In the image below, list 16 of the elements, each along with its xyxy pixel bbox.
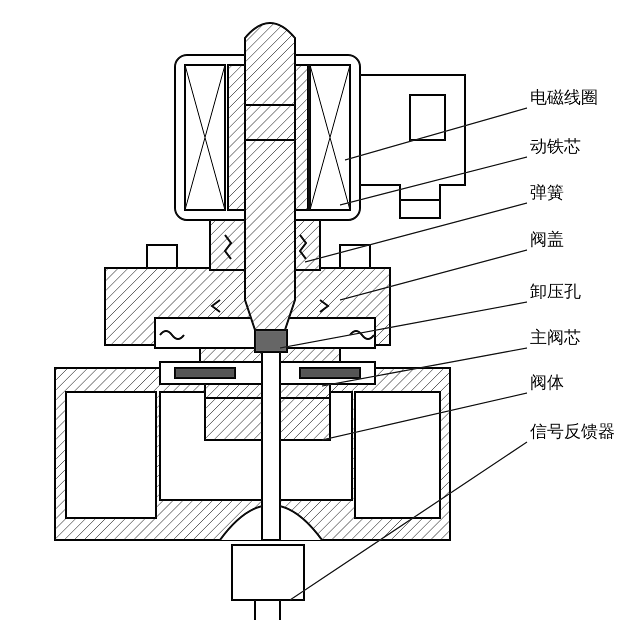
leader-line [322, 347, 528, 387]
leader-line [344, 107, 528, 161]
part-label: 弹簧 [530, 183, 564, 203]
leader-line [304, 202, 528, 263]
part-label: 阀体 [530, 373, 564, 393]
part-label: 电磁线圈 [530, 88, 598, 108]
part-label: 主阀芯 [530, 328, 581, 348]
leader-line [280, 301, 528, 349]
leader-line [290, 441, 528, 601]
leader-line [340, 249, 528, 301]
leader-line [322, 392, 528, 441]
part-label: 阀盖 [530, 230, 564, 250]
part-label: 卸压孔 [530, 282, 581, 302]
leader-line [340, 156, 528, 206]
part-label: 信号反馈器 [530, 422, 615, 442]
part-label: 动铁芯 [530, 137, 581, 157]
